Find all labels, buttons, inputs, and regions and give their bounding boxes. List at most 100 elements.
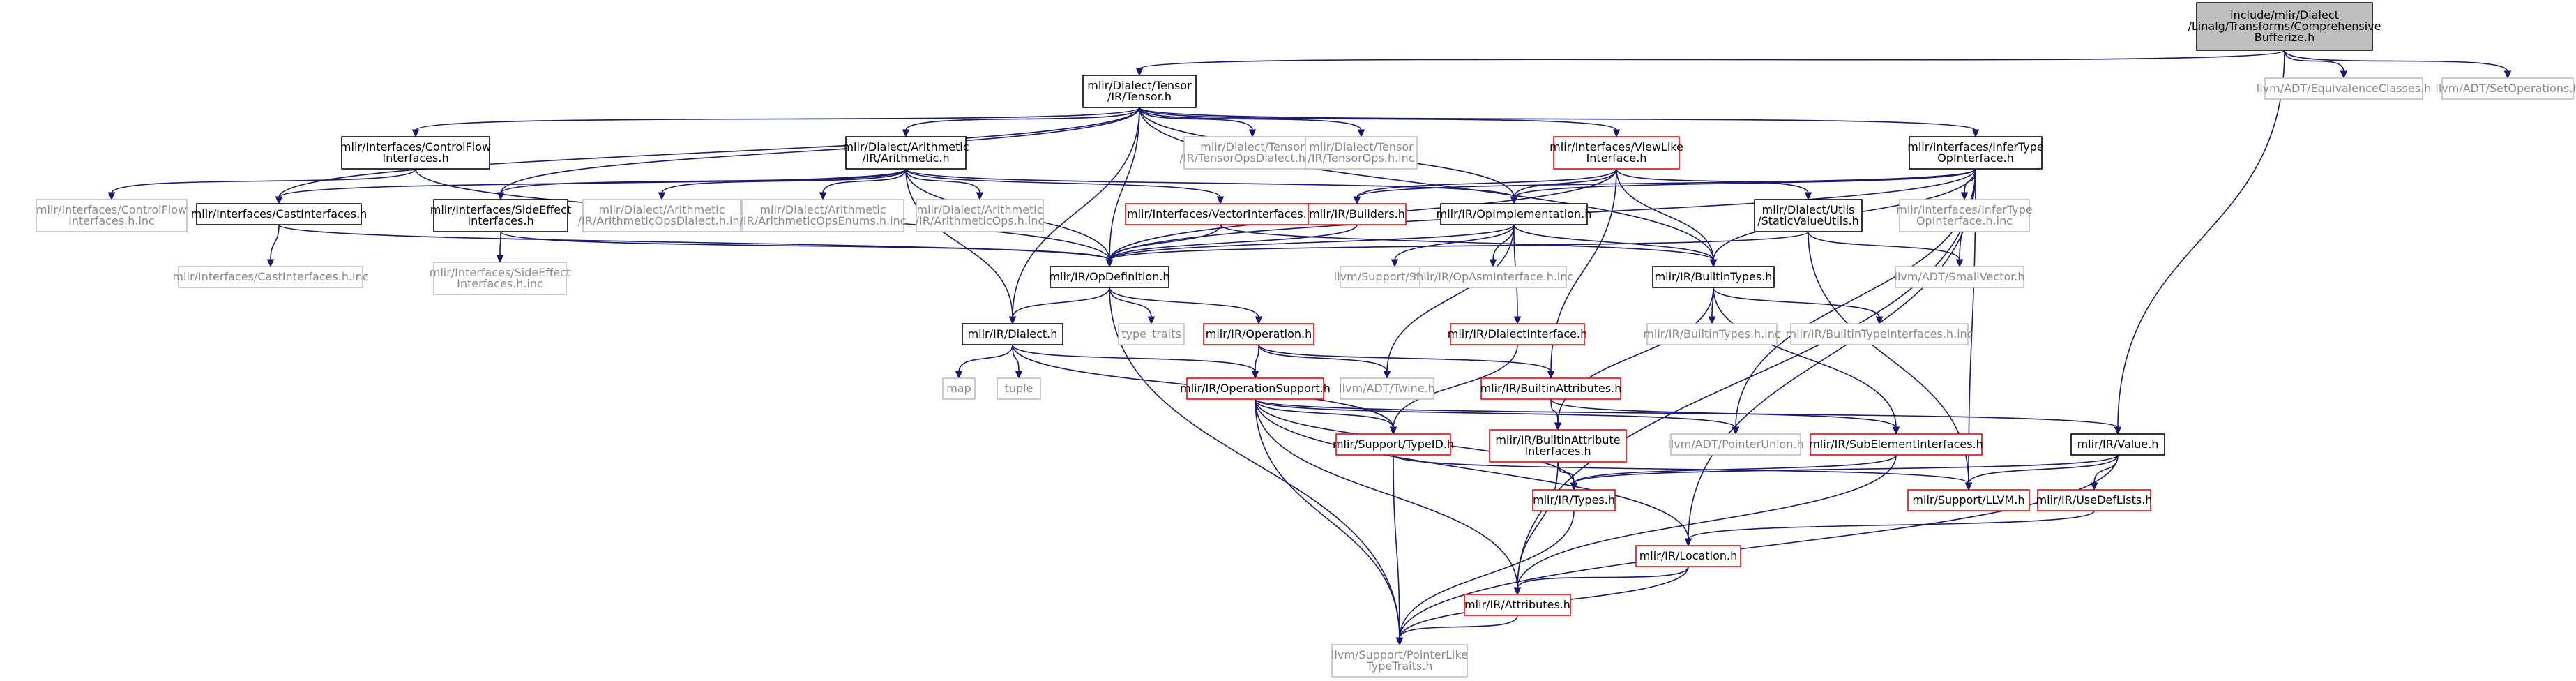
node-setops[interactable]: llvm/ADT/SetOperations.h [2435, 77, 2576, 100]
edge-tensor-to-controlflow [411, 107, 1140, 138]
edge-arrowhead [497, 192, 505, 201]
node-opimpl[interactable]: mlir/IR/OpImplementation.h [1437, 203, 1592, 225]
edge-arrowhead [1804, 192, 1812, 201]
node-tensor[interactable]: mlir/Dialect/Tensor/IR/Tensor.h [1082, 75, 1197, 108]
node-operation[interactable]: mlir/IR/Operation.h [1203, 323, 1314, 345]
node-label: mlir/Interfaces/SideEffect [430, 266, 570, 279]
node-infertype-inc[interactable]: mlir/Interfaces/InferTypeOpInterface.h.i… [1896, 199, 2033, 232]
edge-tensor-to-infertype [1139, 107, 1980, 138]
edge-controlflow-to-controlflow_inc [107, 168, 416, 201]
node-smallvector[interactable]: llvm/ADT/SmallVector.h [1895, 266, 2025, 288]
node-castinterfaces-inc[interactable]: mlir/Interfaces/CastInterfaces.h.inc [172, 266, 369, 288]
edge-arrowhead [1255, 316, 1263, 325]
node-label: mlir/Interfaces/InferType [1907, 140, 2043, 154]
node-opsupport[interactable]: mlir/IR/OperationSupport.h [1180, 377, 1331, 400]
node-box [1082, 75, 1197, 108]
edge-arrowhead [1955, 259, 1964, 268]
node-label: include/mlir/Dialect [2230, 8, 2339, 22]
node-dialect[interactable]: mlir/IR/Dialect.h [962, 323, 1063, 345]
node-arith[interactable]: mlir/Dialect/Arithmetic/IR/Arithmetic.h [842, 136, 969, 170]
node-type-traits[interactable]: type_traits [1118, 323, 1185, 345]
node-box [1907, 489, 2030, 511]
edge-line [1109, 107, 1140, 261]
edge-line [1139, 107, 1976, 131]
node-staticvalue[interactable]: mlir/Dialect/Utils/StaticValueUtils.h [1754, 199, 1863, 232]
node-box [2196, 2, 2373, 51]
node-tensor-dialect-inc[interactable]: mlir/Dialect/Tensor/IR/TensorOpsDialect.… [1179, 136, 1326, 170]
edge-arrowhead [902, 129, 910, 138]
node-label: llvm/Support/PointerLike [1331, 648, 1468, 661]
edge-arrowhead [1015, 371, 1023, 380]
node-sideeffect-inc[interactable]: mlir/Interfaces/SideEffectInterfaces.h.i… [430, 262, 570, 295]
node-arith-dialect-inc[interactable]: mlir/Dialect/Arithmetic/IR/ArithmeticOps… [578, 199, 746, 232]
node-castinterfaces[interactable]: mlir/Interfaces/CastInterfaces.h [191, 203, 368, 225]
node-builders[interactable]: mlir/IR/Builders.h [1308, 203, 1407, 225]
edge-line [1255, 398, 2119, 428]
edge-operation-to-opsupport [1251, 344, 1259, 380]
node-label: mlir/IR/Operation.h [1206, 327, 1312, 340]
node-usedeflists[interactable]: mlir/IR/UseDefLists.h [2036, 489, 2153, 511]
node-twine[interactable]: llvm/ADT/Twine.h [1339, 377, 1435, 400]
edge-line [1139, 107, 1253, 131]
node-equivalence[interactable]: llvm/ADT/EquivalenceClasses.h [2257, 77, 2431, 100]
node-root[interactable]: include/mlir/Dialect/Linalg/Transforms/C… [2188, 2, 2381, 51]
node-tuple[interactable]: tuple [997, 377, 1041, 400]
node-builtintypes[interactable]: mlir/IR/BuiltinTypes.h [1652, 266, 1775, 288]
node-tensor-ops-inc[interactable]: mlir/Dialect/Tensor/IR/TensorOps.h.inc [1305, 136, 1418, 170]
node-box [1652, 266, 1775, 288]
edge-castinterfaces-to-castinterfaces_inc [266, 224, 280, 268]
edge-opsupport-to-location [1255, 398, 1692, 547]
node-builtintypes-inc[interactable]: mlir/IR/BuiltinTypes.h.inc [1643, 323, 1781, 345]
node-location[interactable]: mlir/IR/Location.h [1635, 545, 1741, 567]
node-vectorinterfaces[interactable]: mlir/Interfaces/VectorInterfaces.h [1125, 203, 1316, 225]
edge-line [1255, 344, 1259, 373]
node-subelement[interactable]: mlir/IR/SubElementInterfaces.h [1809, 433, 1983, 456]
node-label: mlir/IR/BuiltinTypes.h [1655, 270, 1773, 283]
edge-line [1713, 287, 1897, 428]
edge-opdefinition-to-dialect [1008, 287, 1110, 325]
node-value[interactable]: mlir/IR/Value.h [2070, 433, 2165, 456]
edge-builtinattributes-to-builtinattrinterfaces [1550, 398, 1562, 431]
node-label: mlir/Dialect/Arithmetic [916, 203, 1043, 216]
node-label: Interfaces.h.inc [68, 214, 155, 227]
edge-line [2284, 50, 2508, 73]
node-label: mlir/IR/SubElementInterfaces.h [1809, 437, 1983, 451]
node-label: mlir/Dialect/Utils [1762, 203, 1855, 216]
node-label: mlir/Interfaces/CastInterfaces.h [191, 207, 368, 220]
edge-line [958, 344, 1013, 373]
edge-line [1255, 398, 1400, 639]
node-types[interactable]: mlir/IR/Types.h [1532, 489, 1616, 511]
edge-arrowhead [976, 192, 984, 201]
edge-line [500, 231, 1110, 261]
node-builtinattributes[interactable]: mlir/IR/BuiltinAttributes.h [1480, 377, 1622, 400]
edge-line [1356, 168, 1976, 198]
edge-line [905, 168, 980, 194]
node-opdefinition[interactable]: mlir/IR/OpDefinition.h [1049, 266, 1170, 288]
node-typeid[interactable]: mlir/Support/TypeID.h [1333, 433, 1454, 456]
node-dialectinterface[interactable]: mlir/IR/DialectInterface.h [1448, 323, 1587, 345]
edge-line [1109, 224, 1515, 261]
node-pointerunion[interactable]: llvm/ADT/PointerUnion.h [1667, 433, 1804, 456]
node-label: mlir/IR/BuiltinTypes.h.inc [1643, 327, 1780, 340]
node-map[interactable]: map [942, 377, 976, 400]
edge-line [1255, 398, 1689, 540]
edge-line [1393, 454, 1400, 639]
node-opasm-inc[interactable]: mlir/IR/OpAsmInterface.h.inc [1413, 266, 1574, 288]
node-attributes[interactable]: mlir/IR/Attributes.h [1464, 594, 1571, 616]
node-builtintypeinterfaces-inc[interactable]: mlir/IR/BuiltinTypeInterfaces.h.inc [1786, 323, 1973, 345]
node-controlflow-inc[interactable]: mlir/Interfaces/ControlFlowInterfaces.h.… [36, 199, 188, 232]
edge-line [1255, 398, 1394, 428]
node-arith-enums-inc[interactable]: mlir/Dialect/Arithmetic/IR/ArithmeticOps… [739, 199, 907, 232]
node-label: Interfaces.h [1524, 444, 1591, 458]
node-box [1203, 323, 1314, 345]
edge-line [1513, 224, 1714, 261]
node-arith-ops-inc[interactable]: mlir/Dialect/Arithmetic/IR/ArithmeticOps… [916, 199, 1045, 232]
edge-builtinattributes-to-subelement [1550, 398, 1900, 435]
node-llvmh[interactable]: mlir/Support/LLVM.h [1907, 489, 2030, 511]
